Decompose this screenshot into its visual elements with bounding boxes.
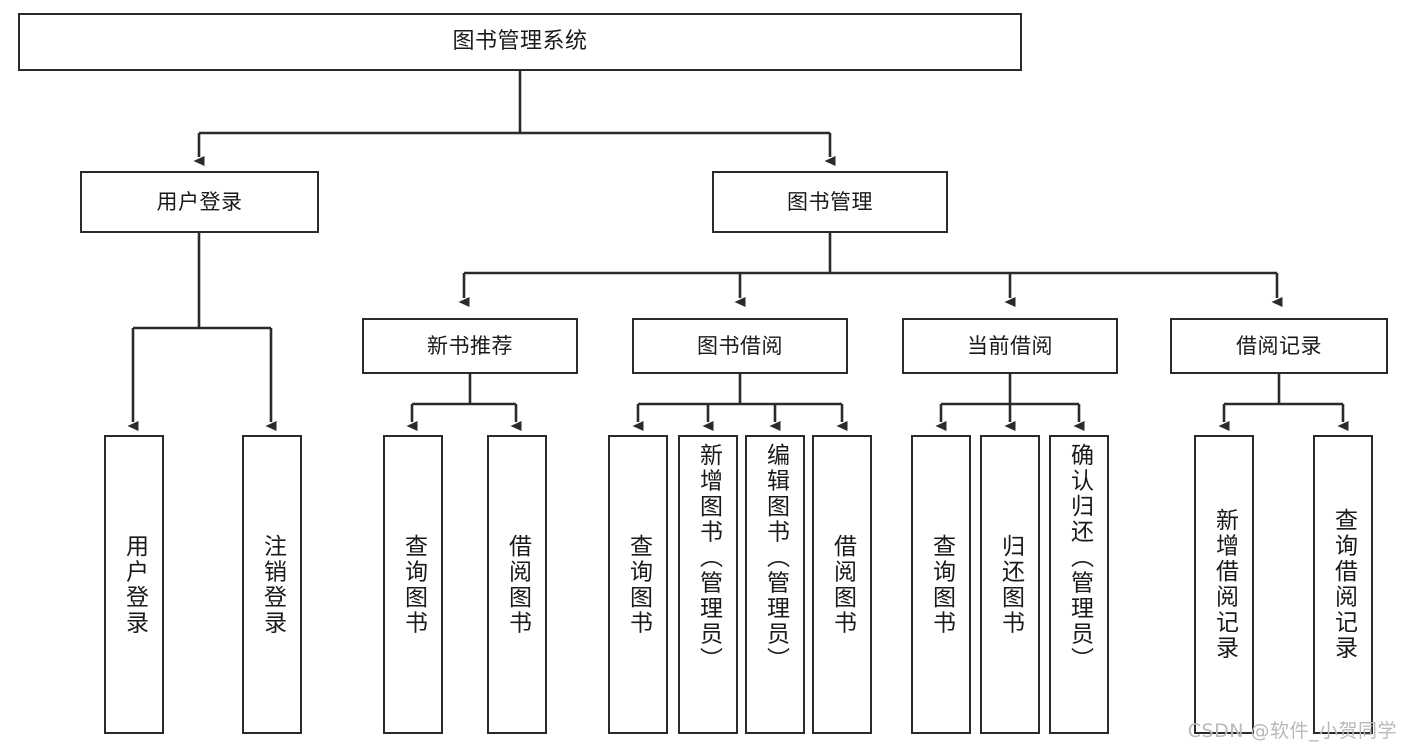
node-leaf-query-book-2-label: 查询图书 (625, 533, 652, 636)
node-user-login-label: 用户登录 (156, 189, 243, 214)
node-leaf-query-record-label: 查询借阅记录 (1330, 508, 1357, 661)
node-leaf-user-login[interactable]: 用户登录 (104, 435, 164, 734)
node-leaf-add-record[interactable]: 新增借阅记录 (1194, 435, 1254, 734)
node-leaf-query-book-3-label: 查询图书 (928, 533, 955, 636)
node-borrow-record[interactable]: 借阅记录 (1170, 318, 1388, 374)
node-leaf-query-record[interactable]: 查询借阅记录 (1313, 435, 1373, 734)
node-root[interactable]: 图书管理系统 (18, 13, 1022, 71)
node-leaf-user-login-label: 用户登录 (121, 533, 148, 636)
csdn-watermark: CSDN @软件_小贺同学 (1187, 720, 1397, 742)
node-current-borrow[interactable]: 当前借阅 (902, 318, 1118, 374)
node-leaf-borrow-book-2[interactable]: 借阅图书 (812, 435, 872, 734)
node-user-login[interactable]: 用户登录 (80, 171, 319, 233)
node-leaf-return-book[interactable]: 归还图书 (980, 435, 1040, 734)
node-leaf-confirm-return-label: 确认归还（管理员） (1066, 443, 1093, 673)
node-book-management[interactable]: 图书管理 (712, 171, 948, 233)
node-leaf-borrow-book-2-label: 借阅图书 (829, 533, 856, 636)
node-leaf-query-book-3[interactable]: 查询图书 (911, 435, 971, 734)
node-leaf-confirm-return[interactable]: 确认归还（管理员） (1049, 435, 1109, 734)
node-current-borrow-label: 当前借阅 (967, 333, 1053, 358)
node-leaf-borrow-book-1[interactable]: 借阅图书 (487, 435, 547, 734)
node-leaf-query-book-1[interactable]: 查询图书 (383, 435, 443, 734)
node-borrow-record-label: 借阅记录 (1236, 333, 1322, 358)
node-root-label: 图书管理系统 (452, 29, 588, 55)
node-leaf-query-book-2[interactable]: 查询图书 (608, 435, 668, 734)
node-leaf-query-book-1-label: 查询图书 (400, 533, 427, 636)
node-leaf-edit-book-label: 编辑图书（管理员） (762, 443, 789, 673)
node-leaf-edit-book[interactable]: 编辑图书（管理员） (745, 435, 805, 734)
node-new-book-recommend-label: 新书推荐 (427, 333, 513, 358)
node-book-borrow[interactable]: 图书借阅 (632, 318, 848, 374)
node-book-borrow-label: 图书借阅 (697, 333, 783, 358)
node-leaf-logout-label: 注销登录 (259, 533, 286, 636)
node-leaf-borrow-book-1-label: 借阅图书 (504, 533, 531, 636)
node-new-book-recommend[interactable]: 新书推荐 (362, 318, 578, 374)
node-leaf-add-book-label: 新增图书（管理员） (695, 443, 722, 673)
node-leaf-add-book[interactable]: 新增图书（管理员） (678, 435, 738, 734)
node-book-management-label: 图书管理 (787, 189, 873, 214)
node-leaf-logout[interactable]: 注销登录 (242, 435, 302, 734)
node-leaf-add-record-label: 新增借阅记录 (1211, 508, 1238, 661)
node-leaf-return-book-label: 归还图书 (997, 533, 1024, 636)
